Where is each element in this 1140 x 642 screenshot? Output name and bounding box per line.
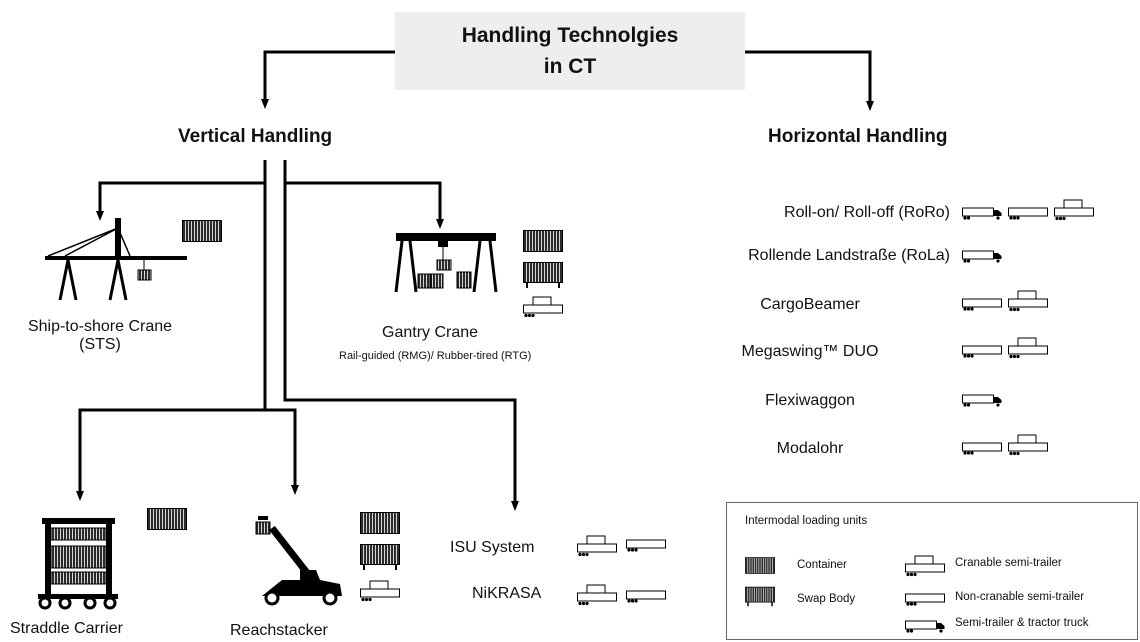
semi-tractor-icon <box>962 207 1002 221</box>
noncranable-trailer-icon <box>626 539 666 553</box>
title-line-2: in CT <box>543 55 597 78</box>
modalohr-label: Modalohr <box>776 440 844 457</box>
vertical-handling-heading: Vertical Handling <box>178 126 333 147</box>
reachstacker-label: Reachstacker <box>230 622 328 639</box>
noncranable-trailer-icon <box>962 345 1002 359</box>
nikrasa-label: NiKRASA <box>472 585 542 602</box>
horizontal-icons <box>962 199 1094 456</box>
sts-label-line-1: Ship-to-shore Crane <box>27 318 173 335</box>
gantry-crane-label: Gantry Crane <box>382 324 479 341</box>
swap-body-icon <box>360 544 400 570</box>
container-icon <box>360 512 400 534</box>
straddle-carrier-icon <box>38 518 118 610</box>
sts-crane-icon <box>45 218 187 301</box>
cranable-trailer-icon <box>577 535 617 557</box>
megaswing-label: Megaswing™ DUO <box>741 343 879 360</box>
cranable-trailer-icon <box>577 584 617 606</box>
noncranable-trailer-icon <box>626 590 666 604</box>
roro-label: Roll-on/ Roll-off (RoRo) <box>784 204 950 221</box>
semi-tractor-icon <box>962 394 1002 408</box>
flexiwaggon-label: Flexiwaggon <box>765 392 855 409</box>
legend-title: Intermodal loading units <box>745 515 868 527</box>
legend-item-container: Container <box>797 559 847 571</box>
reachstacker-icon <box>255 516 342 606</box>
container-icon <box>182 220 222 242</box>
cranable-trailer-icon <box>1008 434 1048 456</box>
container-icon <box>147 508 187 530</box>
sts-label: Ship-to-shore Crane (STS) <box>10 318 190 354</box>
legend-item-noncranable: Non-cranable semi-trailer <box>955 591 1085 603</box>
cranable-trailer-icon <box>1008 290 1048 312</box>
legend-item-swap-body: Swap Body <box>797 593 856 605</box>
horizontal-handling-heading: Horizontal Handling <box>768 126 948 147</box>
container-icon <box>523 230 563 252</box>
cranable-trailer-icon <box>1008 337 1048 359</box>
straddle-carrier-label: Straddle Carrier <box>10 620 123 637</box>
legend-item-semi-tractor: Semi-trailer & tractor truck <box>955 617 1089 629</box>
title-line-1: Handling Technolgies <box>461 24 679 47</box>
legend-item-cranable: Cranable semi-trailer <box>955 557 1062 569</box>
noncranable-trailer-icon <box>1008 207 1048 221</box>
rola-label: Rollende Landstraße (RoLa) <box>748 247 950 264</box>
gantry-crane-icon <box>394 233 498 293</box>
isu-system-label: ISU System <box>450 539 535 556</box>
legend: Intermodal loading units Container Crana… <box>726 502 1138 640</box>
noncranable-trailer-icon <box>962 298 1002 312</box>
cranable-trailer-icon <box>1054 199 1094 221</box>
noncranable-trailer-icon <box>962 442 1002 456</box>
diagram-title: Handling Technolgies in CT <box>395 12 745 90</box>
semi-tractor-icon <box>962 250 1002 264</box>
cranable-trailer-icon <box>523 296 563 318</box>
swap-body-icon <box>523 262 563 288</box>
sts-label-line-2: (STS) <box>79 336 121 353</box>
gantry-crane-sublabel: Rail-guided (RMG)/ Rubber-tired (RTG) <box>339 350 532 362</box>
connector-lines <box>76 50 874 511</box>
cranable-trailer-icon <box>360 580 400 602</box>
cargobeamer-label: CargoBeamer <box>760 296 860 313</box>
